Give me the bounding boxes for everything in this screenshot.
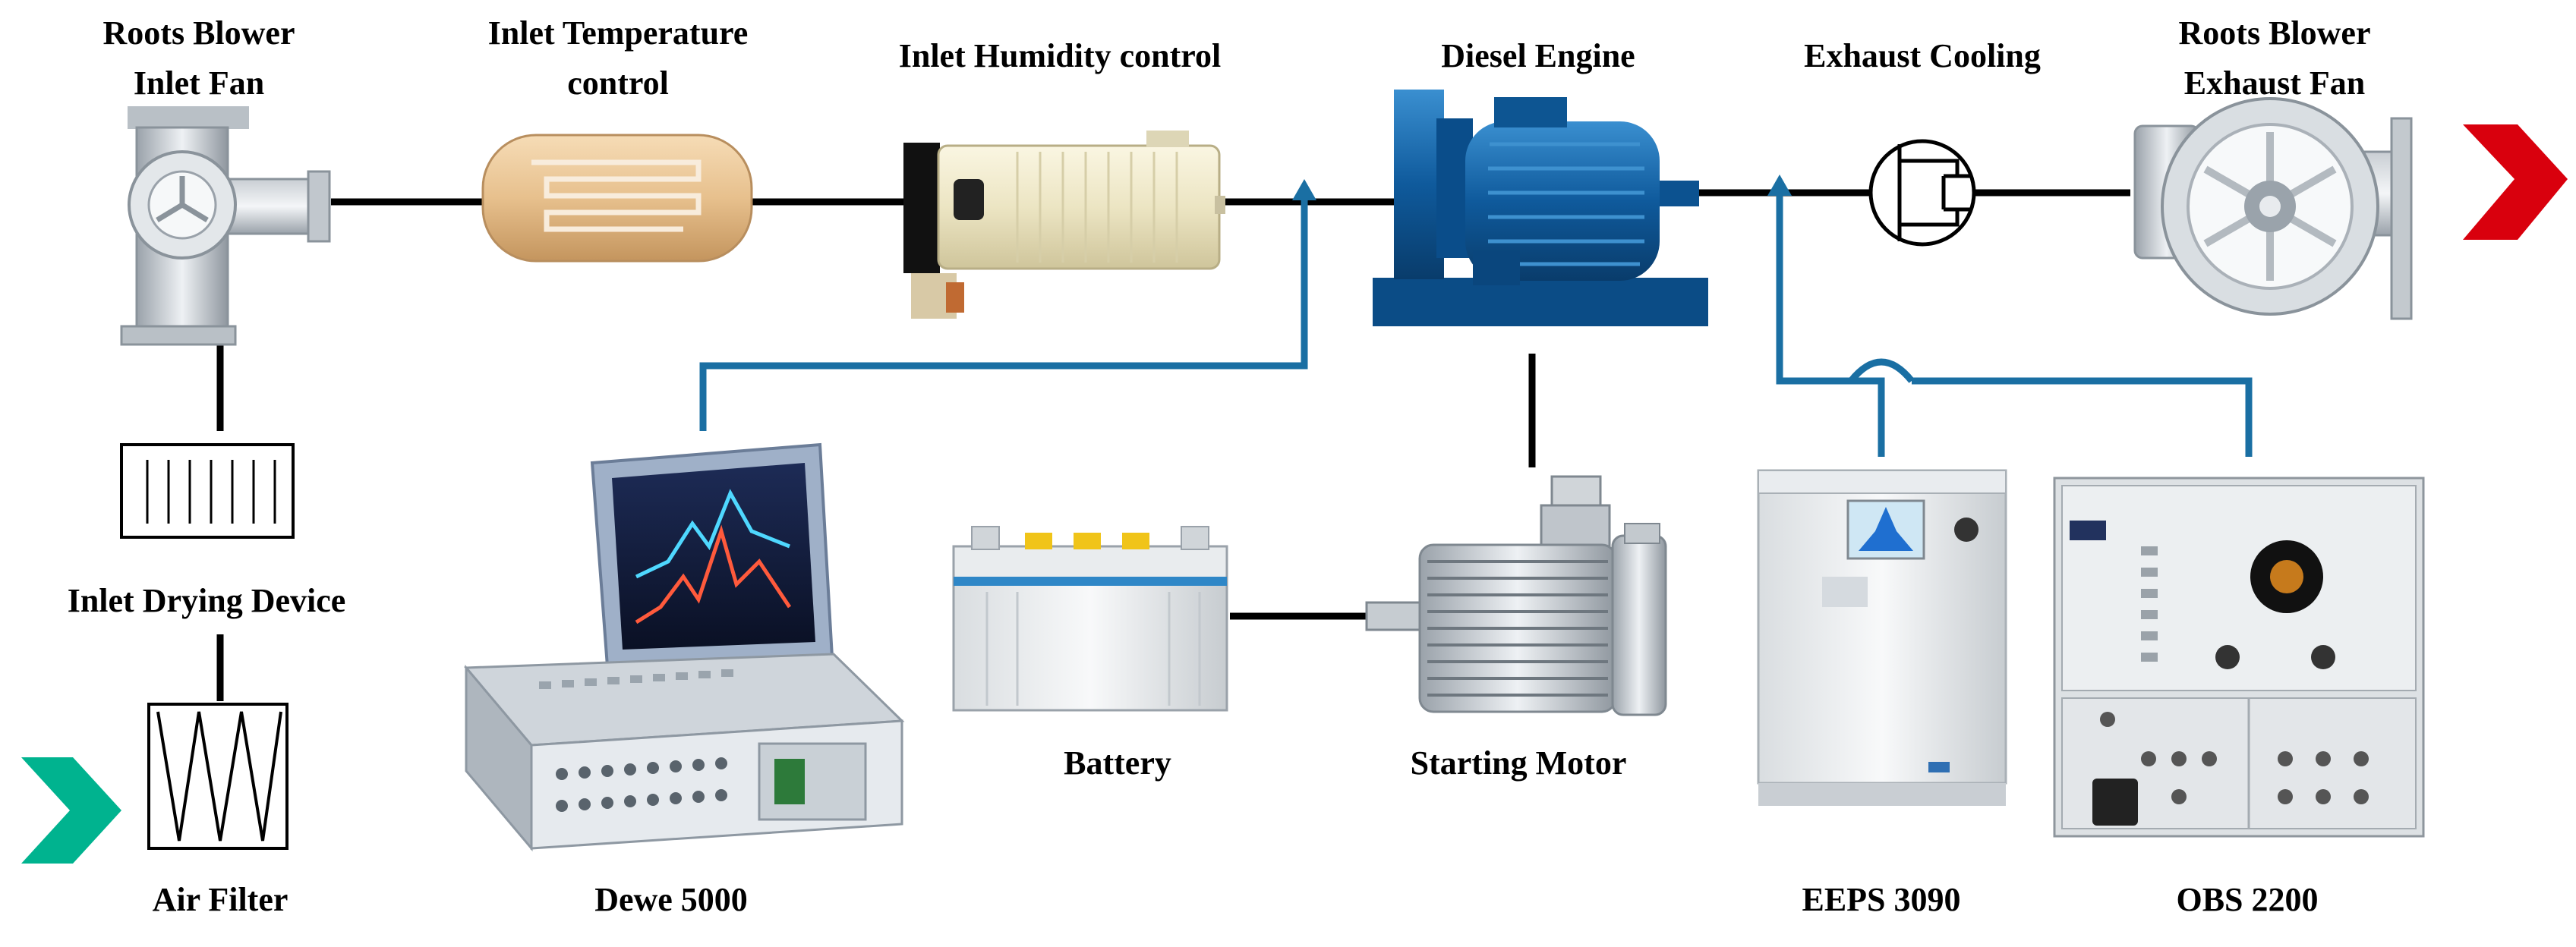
battery-label: Battery	[1064, 744, 1171, 782]
dewe-daq-icon	[463, 442, 905, 852]
exhaust-cooling-label: Exhaust Cooling	[1804, 37, 2041, 74]
exhaust-cooler-icon	[1868, 139, 1976, 247]
starting-motor-label: Starting Motor	[1411, 744, 1627, 782]
inlet-temperature-label-line1: Inlet Temperature	[488, 14, 749, 52]
inlet-temperature-label-line2: control	[567, 64, 669, 102]
heater-icon	[481, 134, 753, 263]
humidifier-icon	[903, 131, 1225, 319]
inlet-drying-label: Inlet Drying Device	[68, 582, 346, 619]
air-filter-label: Air Filter	[153, 881, 288, 918]
outlet-arrow-icon	[2463, 124, 2568, 240]
battery-icon	[952, 526, 1228, 712]
eeps-analyzer-icon	[1757, 469, 2007, 806]
black-connection-lines	[216, 189, 2130, 701]
inlet-arrow-icon	[21, 757, 121, 864]
roots-blower-inlet-label-line1: Roots Blower	[103, 14, 295, 52]
diesel-engine-label: Diesel Engine	[1441, 37, 1635, 74]
obs-analyzer-icon	[2053, 477, 2425, 838]
blue-arrowheads	[1292, 175, 1792, 200]
drying-device-icon	[120, 443, 295, 539]
inlet-humidity-label: Inlet Humidity control	[899, 37, 1222, 74]
roots-blower-inlet-label-line2: Inlet Fan	[134, 64, 264, 102]
obs-label: OBS 2200	[2176, 881, 2318, 918]
blue-signal-lines	[699, 188, 2253, 457]
roots-blower-inlet-icon	[120, 106, 331, 346]
diesel-engine-icon	[1373, 90, 1708, 326]
roots-blower-exhaust-label-line2: Exhaust Fan	[2184, 64, 2365, 102]
component-labels: Roots Blower Inlet Fan Inlet Temperature…	[68, 14, 2371, 918]
roots-blower-exhaust-icon	[2133, 97, 2413, 320]
dewe-label: Dewe 5000	[594, 881, 748, 918]
eeps-label: EEPS 3090	[1802, 881, 1960, 918]
air-filter-icon	[147, 703, 288, 850]
starting-motor-icon	[1365, 475, 1667, 716]
roots-blower-exhaust-label-line1: Roots Blower	[2179, 14, 2371, 52]
